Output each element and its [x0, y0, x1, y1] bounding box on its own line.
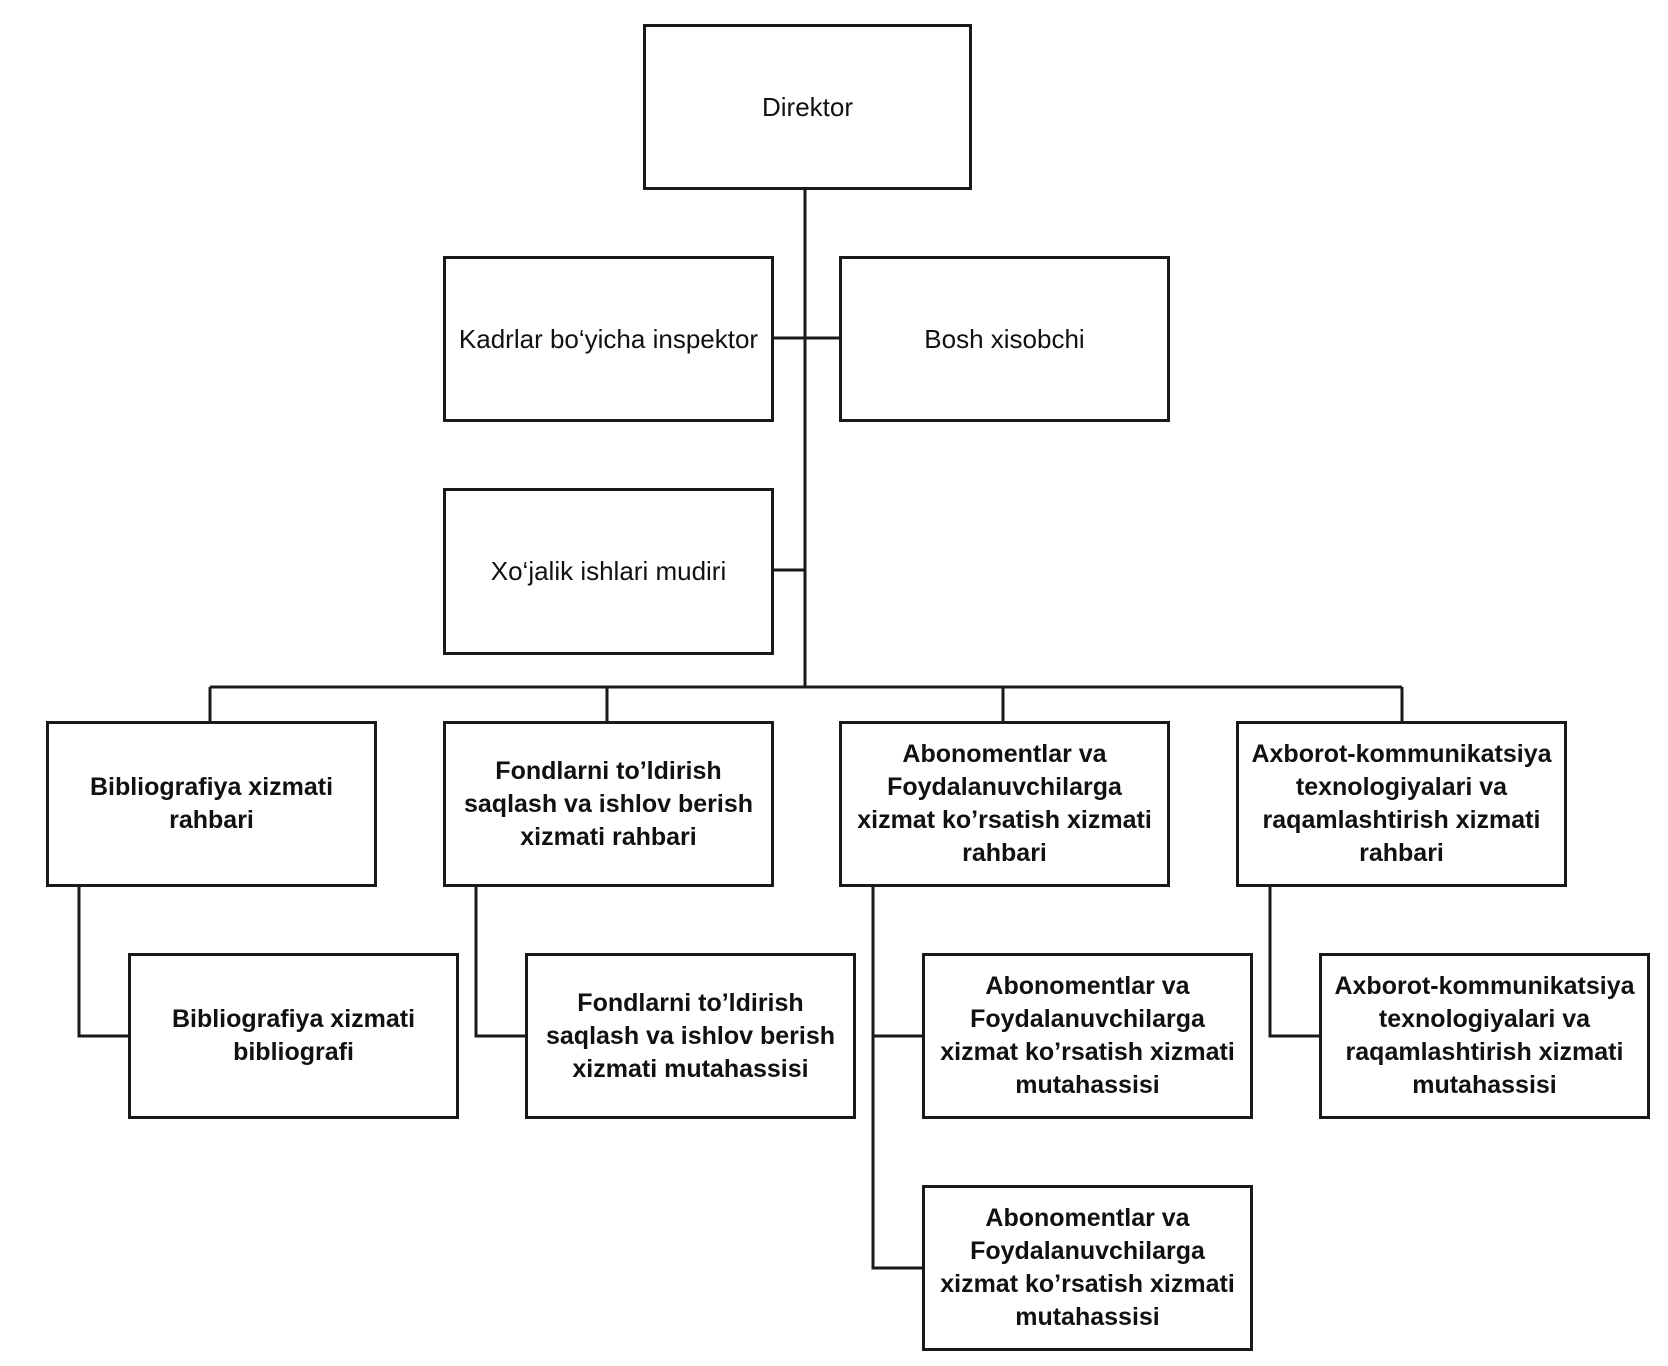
department-head-label: Bibliografiya xizmati rahbari: [89, 773, 334, 834]
staff-box: Abonomentlar va Foydalanuvchilarga xizma…: [922, 953, 1253, 1119]
link-dept-3-staff-2: [871, 885, 923, 1270]
link-dept-2-staff-1: [474, 885, 526, 1038]
link-dept-4-staff-1: [1268, 885, 1320, 1038]
department-head-label: Fondlarni to’ldirish saqlash va ishlov b…: [463, 756, 753, 851]
chief-accountant-label: Bosh xisobchi: [924, 323, 1085, 354]
chief-accountant-box: Bosh xisobchi: [839, 256, 1170, 422]
staff-label: Axborot-kommunikatsiya texnologiyalari v…: [1334, 972, 1635, 1099]
staff-label: Abonomentlar va Foydalanuvchilarga xizma…: [940, 1204, 1235, 1331]
household-manager-box: Xo‘jalik ishlari mudiri: [443, 488, 774, 655]
department-head-box: Abonomentlar va Foydalanuvchilarga xizma…: [839, 721, 1170, 887]
department-head-box: Bibliografiya xizmati rahbari: [46, 721, 377, 887]
staff-label: Abonomentlar va Foydalanuvchilarga xizma…: [940, 972, 1235, 1099]
staff-box: Bibliografiya xizmati bibliografi: [128, 953, 459, 1119]
director-label: Direktor: [761, 91, 853, 122]
staff-box: Abonomentlar va Foydalanuvchilarga xizma…: [922, 1185, 1253, 1351]
department-head-label: Axborot-kommunikatsiya texnologiyalari v…: [1251, 740, 1552, 867]
staff-label: Bibliografiya xizmati bibliografi: [171, 1005, 416, 1066]
department-head-label: Abonomentlar va Foydalanuvchilarga xizma…: [857, 740, 1152, 867]
department-head-box: Fondlarni to’ldirish saqlash va ishlov b…: [443, 721, 774, 887]
director-box: Direktor: [643, 24, 972, 190]
staff-label: Fondlarni to’ldirish saqlash va ishlov b…: [545, 988, 835, 1083]
hr-inspector-box: Kadrlar bo‘yicha inspektor: [443, 256, 774, 422]
household-manager-label: Xo‘jalik ishlari mudiri: [490, 556, 727, 586]
department-head-box: Axborot-kommunikatsiya texnologiyalari v…: [1236, 721, 1567, 887]
staff-box: Fondlarni to’ldirish saqlash va ishlov b…: [525, 953, 856, 1119]
hr-inspector-label: Kadrlar bo‘yicha inspektor: [458, 323, 759, 354]
link-dept-1-staff-1: [77, 885, 129, 1038]
staff-box: Axborot-kommunikatsiya texnologiyalari v…: [1319, 953, 1650, 1119]
